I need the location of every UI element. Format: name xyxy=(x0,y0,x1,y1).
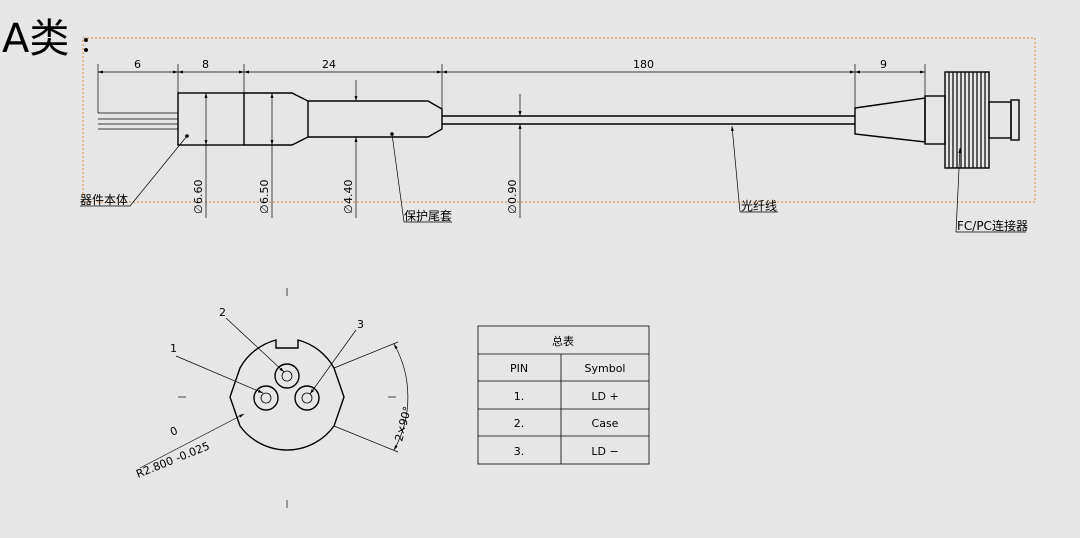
header-outline xyxy=(229,339,345,451)
dim-diameter-boot: 4.40 xyxy=(342,180,355,205)
dim-length-boot: 24 xyxy=(322,58,336,71)
pin-label-1: 1 xyxy=(170,342,177,355)
table-header-pin: PIN xyxy=(510,362,528,375)
side-view: 6 8 24 180 9 ∅ 6.60 ∅ 6.50 ∅ 4.40 ∅ 0.90 xyxy=(80,58,1028,233)
protective-boot xyxy=(308,100,443,138)
dim-length-connector: 9 xyxy=(880,58,887,71)
dim-diameter-fiber: 0.90 xyxy=(506,180,519,205)
view-frame xyxy=(82,37,1036,203)
callout-connector: FC/PC连接器 xyxy=(957,218,1028,233)
table-cell-symbol: LD + xyxy=(591,390,618,403)
dim-length-step: 8 xyxy=(202,58,209,71)
dim-diameter-step: 6.50 xyxy=(258,180,271,205)
drawing-title: A类 xyxy=(2,16,69,62)
table-title: 总表 xyxy=(552,334,574,348)
dim-length-body: 6 xyxy=(134,58,141,71)
body-step xyxy=(244,92,309,146)
title-colon-dot xyxy=(84,38,88,42)
pin-table: 总表 PIN Symbol 1. LD + 2. Case 3. LD − xyxy=(477,325,650,465)
dim-dia-prefix: ∅ xyxy=(258,204,271,214)
pin-label-3: 3 xyxy=(357,318,364,331)
dim-diameter-body: 6.60 xyxy=(192,180,205,205)
table-cell-pin: 3. xyxy=(514,445,525,458)
callout-protective-boot: 保护尾套 xyxy=(404,209,452,223)
connector-boot xyxy=(854,97,926,143)
dim-radius-tolerance: 0 xyxy=(168,424,179,439)
table-header-symbol: Symbol xyxy=(585,362,626,375)
callout-device-body: 器件本体 xyxy=(80,193,128,207)
title-colon-dot xyxy=(84,48,88,52)
pin-label-2: 2 xyxy=(219,306,226,319)
table-cell-pin: 1. xyxy=(514,390,525,403)
table-cell-symbol: LD − xyxy=(591,445,618,458)
dim-dia-prefix: ∅ xyxy=(192,204,205,214)
connector-nut xyxy=(944,71,990,169)
callout-fiber: 光纤线 xyxy=(741,199,777,213)
pin-end-view: 1 2 3 R2.800 -0.025 0 2×90° xyxy=(134,288,414,508)
dim-angle: 2×90° xyxy=(392,405,414,443)
table-cell-symbol: Case xyxy=(592,417,619,430)
dim-length-fiber: 180 xyxy=(633,58,654,71)
dim-dia-prefix: ∅ xyxy=(506,204,519,214)
dim-dia-prefix: ∅ xyxy=(342,204,355,214)
dim-radius: R2.800 -0.025 xyxy=(134,439,211,480)
table-cell-pin: 2. xyxy=(514,417,525,430)
